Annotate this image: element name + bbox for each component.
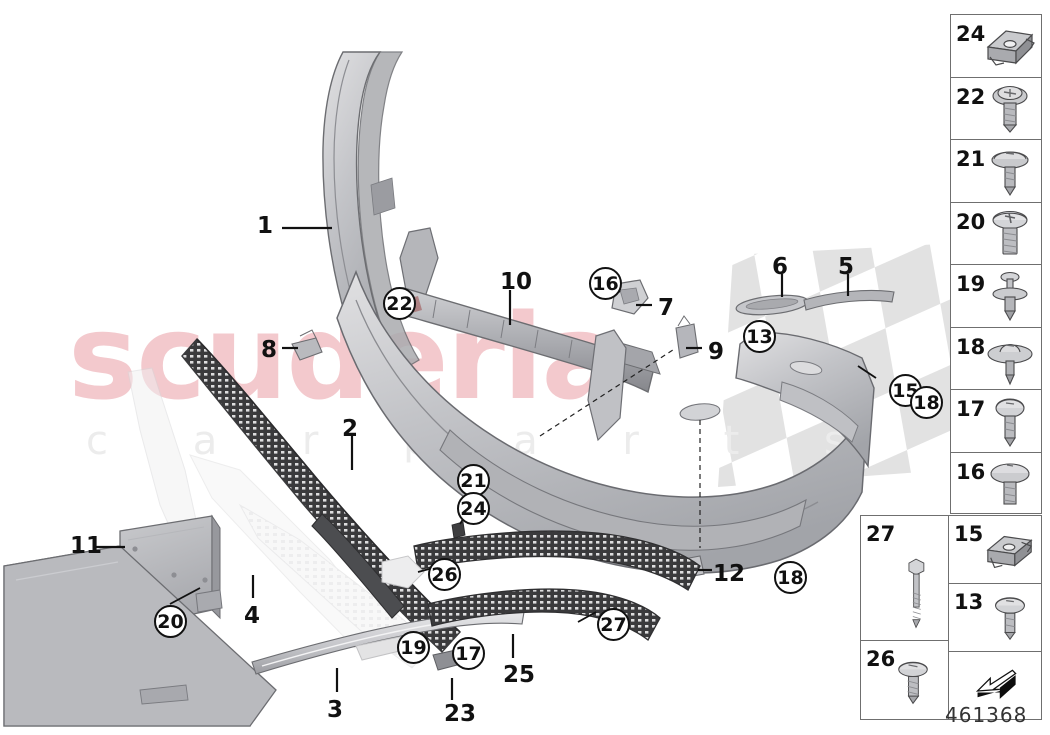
callout-8: 8 xyxy=(261,337,278,363)
part-number-label: 13 xyxy=(954,590,984,614)
callout-11: 11 xyxy=(70,533,103,559)
part-cell-13[interactable]: 13 xyxy=(949,584,1041,652)
callout-circled-24: 24 xyxy=(457,492,490,525)
callout-25: 25 xyxy=(503,662,536,688)
part-cell-15[interactable]: 15 xyxy=(949,516,1041,584)
part-cell-20[interactable]: 20 xyxy=(950,201,1042,264)
callout-3: 3 xyxy=(327,697,344,723)
mushroom-head-screw-icon xyxy=(982,455,1038,513)
callout-1: 1 xyxy=(257,213,274,239)
callout-circled-22: 22 xyxy=(383,287,416,320)
part-number-label: 26 xyxy=(866,647,896,671)
callout-circled-26: 26 xyxy=(428,558,461,591)
callout-circled-16: 16 xyxy=(589,267,622,300)
callout-circled-20: 20 xyxy=(154,605,187,638)
part-cell-24[interactable]: 24 xyxy=(950,14,1042,77)
callout-circled-17: 17 xyxy=(452,637,485,670)
shouldered-rivet-icon xyxy=(982,267,1038,325)
callout-circled-18: 18 xyxy=(910,386,943,419)
part-number-label: 21 xyxy=(956,147,986,171)
callout-5: 5 xyxy=(838,254,855,280)
parts-rail-bottom: 27 26 xyxy=(860,515,1042,720)
part-cell-17[interactable]: 17 xyxy=(950,389,1042,452)
part-number-label: 17 xyxy=(956,397,986,421)
callout-23: 23 xyxy=(444,701,477,727)
sheet-metal-speed-nut-icon xyxy=(983,522,1037,583)
part-cell-27[interactable]: 27 xyxy=(861,516,948,641)
part-cell-21[interactable]: 21 xyxy=(950,139,1042,202)
phillips-pan-screw-icon xyxy=(982,205,1038,263)
callout-12: 12 xyxy=(713,561,746,587)
parts-rail-bottom-left: 27 26 xyxy=(861,516,949,719)
part-cell-18[interactable]: 18 xyxy=(950,326,1042,389)
part-cell-26[interactable]: 26 xyxy=(861,641,948,719)
part-number-label: 15 xyxy=(954,522,984,546)
part-number-label: 22 xyxy=(956,84,986,109)
parts-rail-column: 24 22 21 xyxy=(950,14,1042,514)
callout-7: 7 xyxy=(658,295,675,321)
part-number-label: 27 xyxy=(866,522,896,546)
direction-arrow-icon xyxy=(957,664,1033,715)
callout-9: 9 xyxy=(708,339,725,365)
part-number-label: 20 xyxy=(956,209,986,234)
parts-rail-bottom-right: 15 13 xyxy=(949,516,1041,719)
callout-circled-13: 13 xyxy=(743,320,776,353)
part-cell-22[interactable]: 22 xyxy=(950,76,1042,139)
callout-10: 10 xyxy=(500,269,533,295)
wide-flange-clip-icon xyxy=(982,330,1038,388)
round-head-screw-icon xyxy=(982,392,1038,450)
long-lag-bolt-icon xyxy=(894,522,938,639)
spring-nut-clip-icon xyxy=(982,17,1038,75)
part-number-label: 16 xyxy=(956,459,986,484)
callout-circled-19: 19 xyxy=(397,631,430,664)
short-round-screw-icon xyxy=(983,590,1037,651)
callout-circled-27: 27 xyxy=(597,608,630,641)
part-cell-16[interactable]: 16 xyxy=(950,451,1042,514)
callout-circled-18: 18 xyxy=(774,561,807,594)
callout-2: 2 xyxy=(342,416,359,442)
diagram-id-number: 461368 xyxy=(945,703,1028,727)
domed-washer-screw-icon xyxy=(982,142,1038,200)
callout-6: 6 xyxy=(772,254,789,280)
callout-circled-21: 21 xyxy=(457,464,490,497)
part-number-label: 18 xyxy=(956,334,986,359)
callout-4: 4 xyxy=(244,603,261,629)
pan-head-tapping-screw-icon xyxy=(888,649,938,718)
flanged-head-screw-icon xyxy=(982,80,1038,138)
direction-arrow-cell[interactable] xyxy=(949,652,1041,719)
part-number-label: 24 xyxy=(956,22,986,46)
part-number-label: 19 xyxy=(956,272,986,296)
part-cell-19[interactable]: 19 xyxy=(950,264,1042,327)
